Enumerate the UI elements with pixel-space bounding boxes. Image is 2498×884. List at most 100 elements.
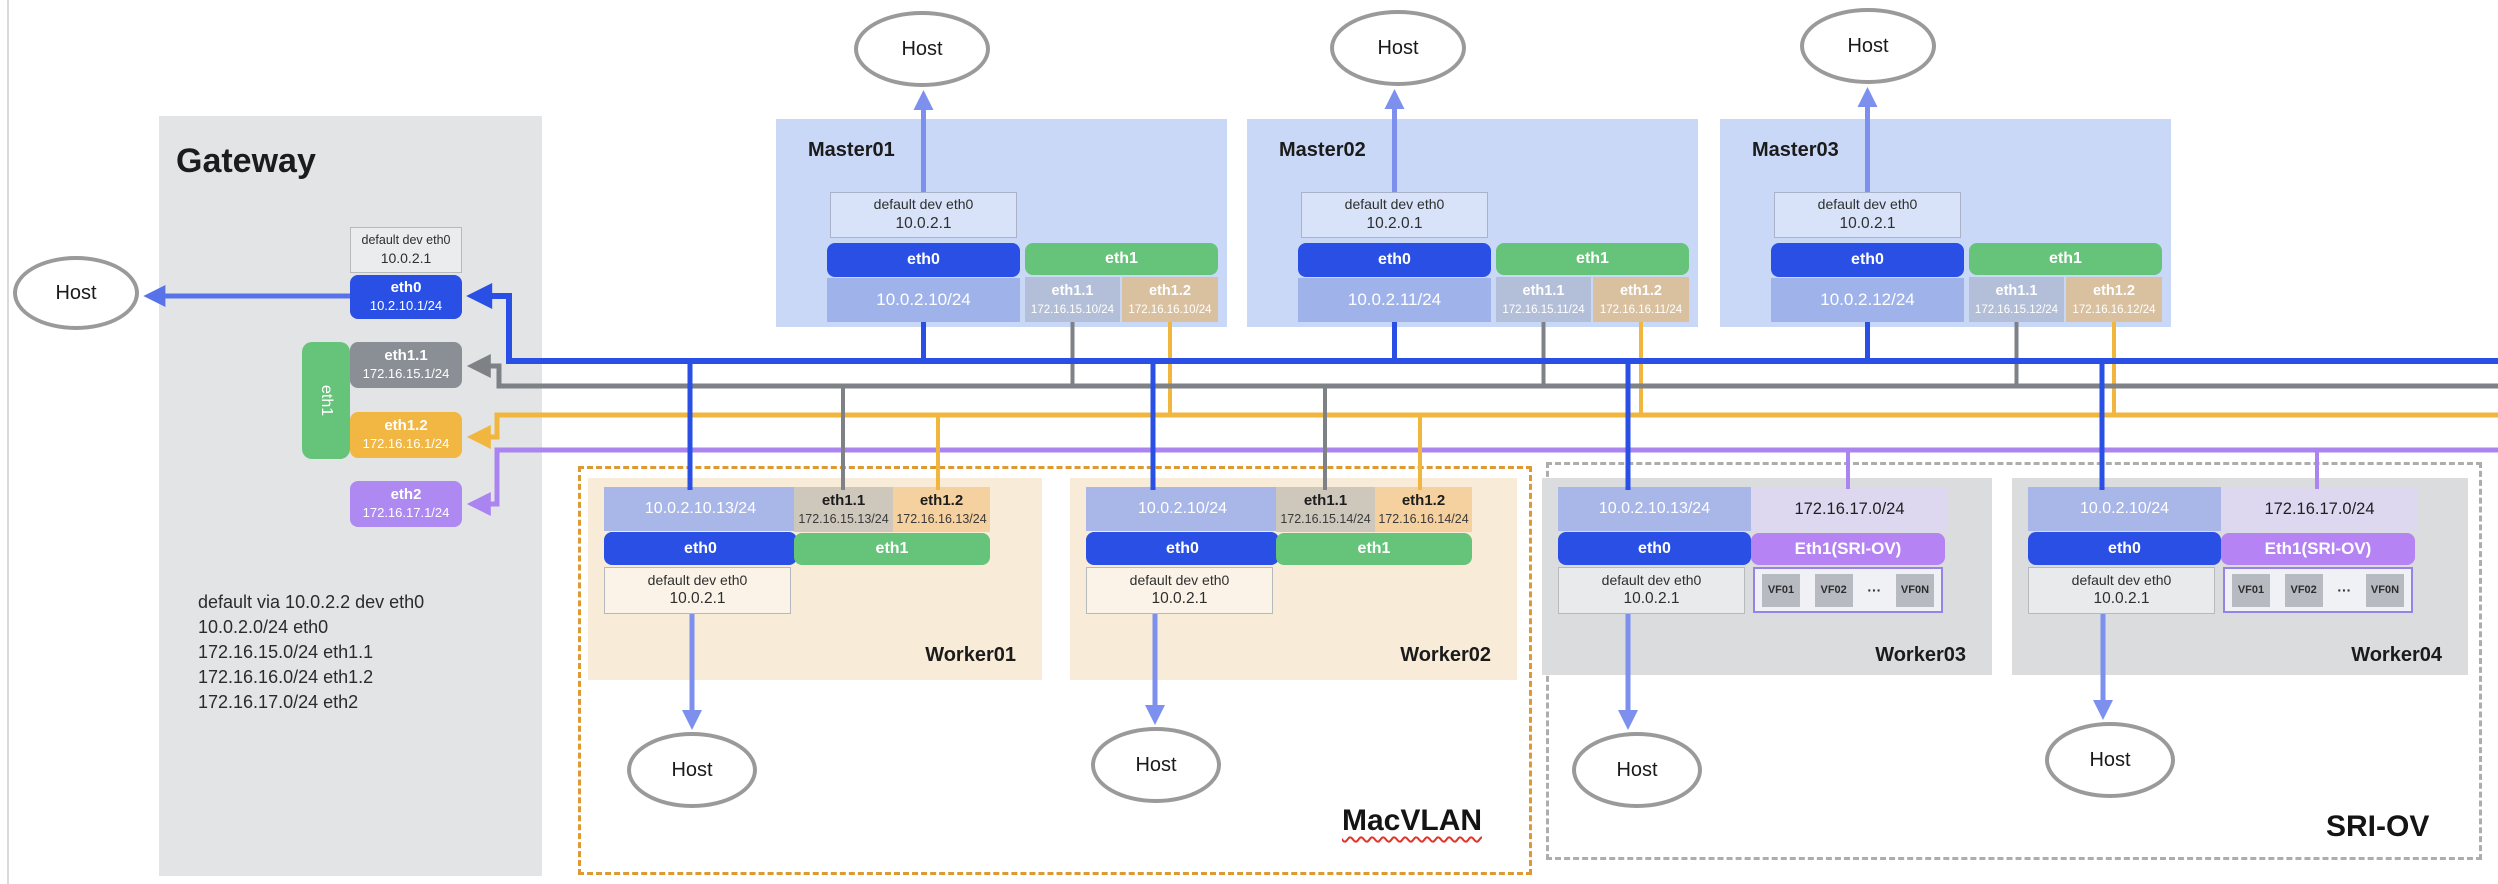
worker02-eth0-ip-bar: 10.0.2.10/24: [1086, 487, 1279, 531]
gateway-title: Gateway: [176, 142, 316, 180]
default-route-line2: 10.0.2.1: [669, 590, 726, 608]
eth0-label: eth0: [1638, 539, 1671, 557]
eth0-ip: 10.0.2.10/24: [876, 290, 971, 309]
eth0-label: eth0: [1851, 251, 1884, 268]
eth1-sriov-label: Eth1(SRI-OV): [1794, 539, 1902, 559]
worker03-node: 10.0.2.10.13/24 eth0 default dev eth0 10…: [1542, 478, 1992, 675]
eth1-2-ip: 172.16.16.14/24: [1378, 512, 1469, 527]
worker01-eth1-2: eth1.2 172.16.16.13/24: [893, 487, 990, 532]
eth0-ip: 10.0.2.10.13/24: [644, 500, 757, 517]
eth0-ip: 10.0.2.11/24: [1347, 290, 1442, 309]
host-label: Host: [1847, 34, 1889, 57]
eth1-label: eth1: [2049, 250, 2082, 267]
master03-title: Master03: [1752, 139, 1839, 161]
canvas-edge-line: [7, 0, 9, 884]
worker01-title: Worker01: [925, 644, 1016, 666]
route-line: 172.16.16.0/24 eth1.2: [198, 667, 374, 687]
eth1-2-label: eth1.2: [1401, 492, 1446, 510]
eth1-1-ip: 172.16.15.13/24: [798, 512, 889, 527]
default-route-line1: default dev eth0: [1817, 196, 1918, 213]
master03-eth0: eth0: [1771, 243, 1964, 277]
macvlan-section-label: MacVLAN: [1342, 804, 1483, 837]
worker02-eth1: eth1: [1276, 533, 1472, 565]
eth1-2-label: eth1.2: [1620, 283, 1662, 300]
eth1-2-ip: 172.16.16.12/24: [2072, 303, 2156, 316]
vf0n-chip: VF0N: [1895, 573, 1934, 607]
eth1-1-label: eth1.1: [1522, 283, 1565, 300]
worker04-vf-container: VF01 VF02 ··· VF0N: [2223, 567, 2413, 613]
default-route-line2: 10.0.2.1: [1839, 214, 1896, 232]
eth0-label: eth0: [1378, 251, 1411, 268]
worker01-eth1-1: eth1.1 172.16.15.13/24: [794, 487, 893, 532]
master02-node: Master02 default dev eth0 10.2.0.1 eth0 …: [1247, 119, 1698, 327]
gateway-eth1-1-ip: 172.16.15.1/24: [362, 365, 450, 381]
master01-title: Master01: [808, 139, 895, 161]
gateway-eth2-ip: 172.16.17.1/24: [362, 504, 450, 520]
eth0-ip: 10.0.2.10/24: [1138, 500, 1227, 517]
default-route-line2: 10.0.2.1: [1151, 590, 1208, 608]
default-route-line1: default dev eth0: [1129, 571, 1230, 588]
host-ellipse-master02: Host: [1330, 10, 1466, 86]
master02-title: Master02: [1279, 139, 1366, 161]
gateway-default-route-box: default dev eth0 10.0.2.1: [350, 227, 462, 273]
vf0n-chip: VF0N: [2365, 573, 2404, 607]
gateway-default-route-line1: default dev eth0: [361, 233, 451, 248]
eth0-label: eth0: [907, 251, 940, 268]
gateway-eth2-label: eth2: [390, 486, 422, 504]
host-label: Host: [1135, 753, 1177, 776]
route-line: 172.16.15.0/24 eth1.1: [198, 642, 374, 662]
vf01-chip: VF01: [1762, 573, 1800, 607]
eth1-1-ip: 172.16.15.12/24: [1974, 303, 2059, 316]
bus-eth1-1-gray: [466, 354, 2498, 389]
host-ellipse-worker03: Host: [1572, 732, 1702, 808]
worker02-title: Worker02: [1400, 644, 1491, 666]
worker04-eth0: eth0: [2028, 532, 2221, 565]
worker04-default-route-box: default dev eth0 10.0.2.1: [2028, 567, 2215, 614]
worker04-title: Worker04: [2351, 644, 2442, 666]
worker03-eth0: eth0: [1558, 532, 1751, 565]
host-label: Host: [671, 758, 713, 781]
master01-eth0: eth0: [827, 243, 1020, 277]
host-ellipse-worker02: Host: [1091, 727, 1221, 803]
master03-eth1-2: eth1.2 172.16.16.12/24: [2066, 277, 2162, 322]
gateway-eth0-label: eth0: [390, 279, 422, 297]
eth1-1-ip: 172.16.15.11/24: [1502, 303, 1585, 316]
master02-eth1-2: eth1.2 172.16.16.11/24: [1593, 277, 1689, 322]
worker01-eth1: eth1: [794, 533, 990, 565]
route-line: 10.0.2.0/24 eth0: [198, 617, 329, 637]
worker01-eth0: eth0: [604, 532, 797, 565]
eth0-ip: 10.0.2.12/24: [1820, 290, 1915, 309]
gateway-routing-table: default via 10.0.2.2 dev eth0 10.0.2.0/2…: [198, 590, 424, 715]
master02-eth0-ip-bar: 10.0.2.11/24: [1298, 278, 1491, 322]
worker03-eth1-sriov: Eth1(SRI-OV): [1751, 533, 1945, 565]
gateway-default-route-line2: 10.0.2.1: [380, 249, 432, 266]
eth1-label: eth1: [1576, 250, 1609, 267]
vf-ellipsis: ···: [2337, 582, 2352, 598]
eth1-sriov-label: Eth1(SRI-OV): [2264, 539, 2372, 559]
worker02-default-route-box: default dev eth0 10.0.2.1: [1086, 567, 1273, 614]
gateway-eth1-1: eth1.1 172.16.15.1/24: [350, 342, 462, 388]
host-ellipse-gateway: Host: [13, 256, 139, 330]
master01-eth1: eth1: [1025, 243, 1218, 275]
master02-eth1: eth1: [1496, 243, 1689, 275]
eth1-label: eth1: [875, 540, 909, 557]
master03-eth0-ip-bar: 10.0.2.12/24: [1771, 278, 1964, 322]
master01-default-route-box: default dev eth0 10.0.2.1: [830, 192, 1017, 238]
host-label: Host: [1377, 36, 1419, 59]
worker03-vf-container: VF01 VF02 ··· VF0N: [1753, 567, 1943, 613]
eth1-2-label: eth1.2: [919, 492, 964, 510]
master02-eth1-1: eth1.1 172.16.15.11/24: [1496, 277, 1591, 322]
host-ellipse-worker04: Host: [2045, 722, 2175, 798]
worker02-node: 10.0.2.10/24 eth0 default dev eth0 10.0.…: [1070, 478, 1517, 680]
vf-ellipsis: ···: [1867, 582, 1882, 598]
host-ellipse-worker01: Host: [627, 732, 757, 808]
gateway-eth0: eth0 10.2.10.1/24: [350, 275, 462, 319]
eth1-2-ip: 172.16.16.10/24: [1128, 303, 1212, 316]
vf01-chip: VF01: [2232, 573, 2270, 607]
host-label: Host: [2089, 748, 2131, 771]
host-ellipse-master03: Host: [1800, 8, 1936, 84]
master03-eth1: eth1: [1969, 243, 2162, 275]
host-label: Host: [55, 281, 97, 304]
gateway-eth1-2-label: eth1.2: [384, 417, 428, 435]
